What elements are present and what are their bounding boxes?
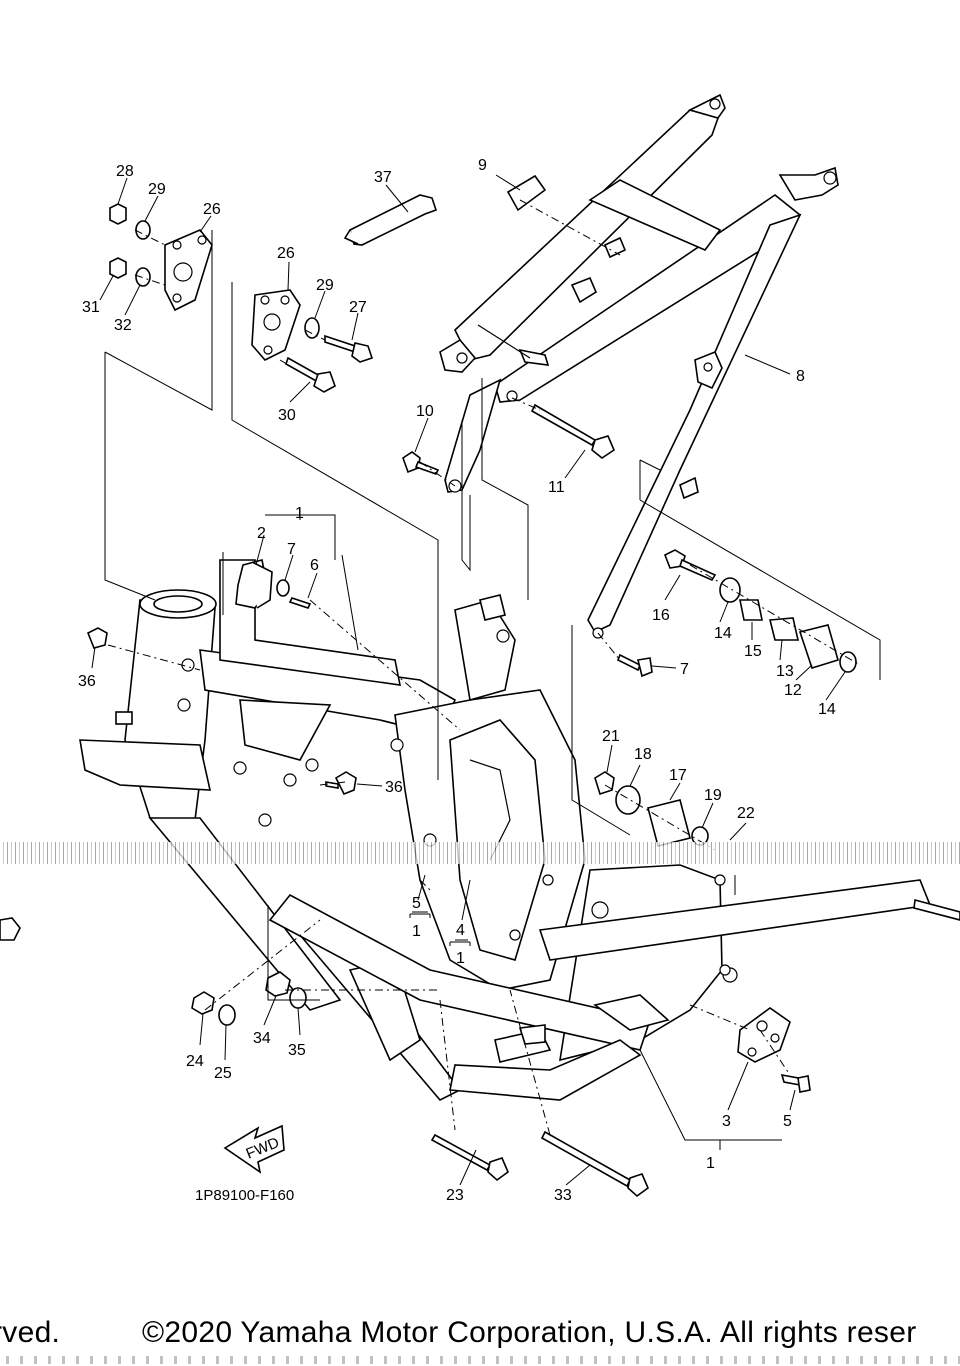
callout-22: 22 (737, 805, 755, 822)
copyright-text: ©2020 Yamaha Motor Corporation, U.S.A. A… (142, 1316, 917, 1349)
lower-left-hardware (191, 971, 307, 1026)
callout-35: 35 (288, 1042, 306, 1059)
callout-2: 2 (257, 525, 266, 542)
part-9-block (506, 174, 547, 212)
callout-12: 12 (784, 682, 802, 699)
callout-14: 14 (818, 701, 836, 718)
callout-1: 1 (706, 1155, 715, 1172)
callout-15: 15 (744, 643, 762, 660)
callout-14: 14 (714, 625, 732, 642)
callout-5: 5 (783, 1113, 792, 1130)
bolt-33 (540, 1130, 649, 1198)
front-engine-mount (235, 559, 312, 609)
scan-artifact (0, 842, 960, 864)
engine-bracket-hardware-left (109, 194, 438, 393)
pivot-hardware (594, 771, 709, 847)
callout-16: 16 (652, 607, 670, 624)
assembly-lines (107, 199, 861, 1136)
callout-8: 8 (796, 368, 805, 385)
lower-right-plate (737, 1007, 811, 1093)
leader-lines (91, 174, 846, 1186)
bracket-4-1 (449, 941, 471, 946)
callout-31: 31 (82, 299, 100, 316)
callout-11: 11 (548, 479, 565, 496)
callout-9: 9 (478, 157, 487, 174)
bolt-36-left (86, 627, 108, 649)
callout-5: 5 (412, 895, 421, 912)
callout-30: 30 (278, 407, 296, 424)
bolt-fragment-left (0, 917, 21, 941)
callout-32: 32 (114, 317, 132, 334)
callout-numbers: 28 29 26 31 32 26 29 27 30 37 9 8 10 11 … (78, 157, 836, 1204)
callout-21: 21 (602, 728, 620, 745)
rear-subframe (439, 93, 839, 639)
callout-29: 29 (148, 181, 166, 198)
callout-37: 37 (374, 169, 392, 186)
bolt-36-right (325, 771, 357, 796)
callout-26: 26 (203, 201, 221, 218)
callout-3: 3 (722, 1113, 731, 1130)
callout-27: 27 (349, 299, 367, 316)
callout-13: 13 (776, 663, 794, 680)
bracket-5-1 (409, 913, 431, 918)
callout-24: 24 (186, 1053, 204, 1070)
callout-25: 25 (214, 1065, 232, 1082)
callout-29: 29 (316, 277, 334, 294)
callout-28: 28 (116, 163, 134, 180)
callout-1: 1 (412, 923, 421, 940)
bolt-fragment-right (913, 898, 960, 921)
copyright-fragment: rved. (0, 1316, 61, 1349)
callout-23: 23 (446, 1187, 464, 1204)
callout-34: 34 (253, 1030, 271, 1047)
part-code: 1P89100-F160 (195, 1187, 294, 1204)
callout-26: 26 (277, 245, 295, 262)
callout-36: 36 (78, 673, 96, 690)
callout-36: 36 (385, 779, 403, 796)
bolt-11 (530, 403, 615, 459)
callout-33: 33 (554, 1187, 572, 1204)
callout-7: 7 (287, 541, 296, 558)
callout-19: 19 (704, 787, 722, 804)
callout-10: 10 (416, 403, 434, 420)
exploded-view-boxes (104, 230, 881, 1141)
main-frame (79, 559, 932, 1101)
callout-7: 7 (680, 661, 689, 678)
callout-1: 1 (295, 505, 304, 522)
bolt-10 (402, 451, 440, 475)
callout-4: 4 (456, 922, 465, 939)
fwd-arrow-icon: FWD (223, 1124, 285, 1174)
callout-1: 1 (456, 950, 465, 967)
scan-artifact-bottom (0, 1356, 960, 1364)
callout-18: 18 (634, 746, 652, 763)
callout-6: 6 (310, 557, 319, 574)
bolt-23 (430, 1133, 509, 1182)
callout-17: 17 (669, 767, 687, 784)
